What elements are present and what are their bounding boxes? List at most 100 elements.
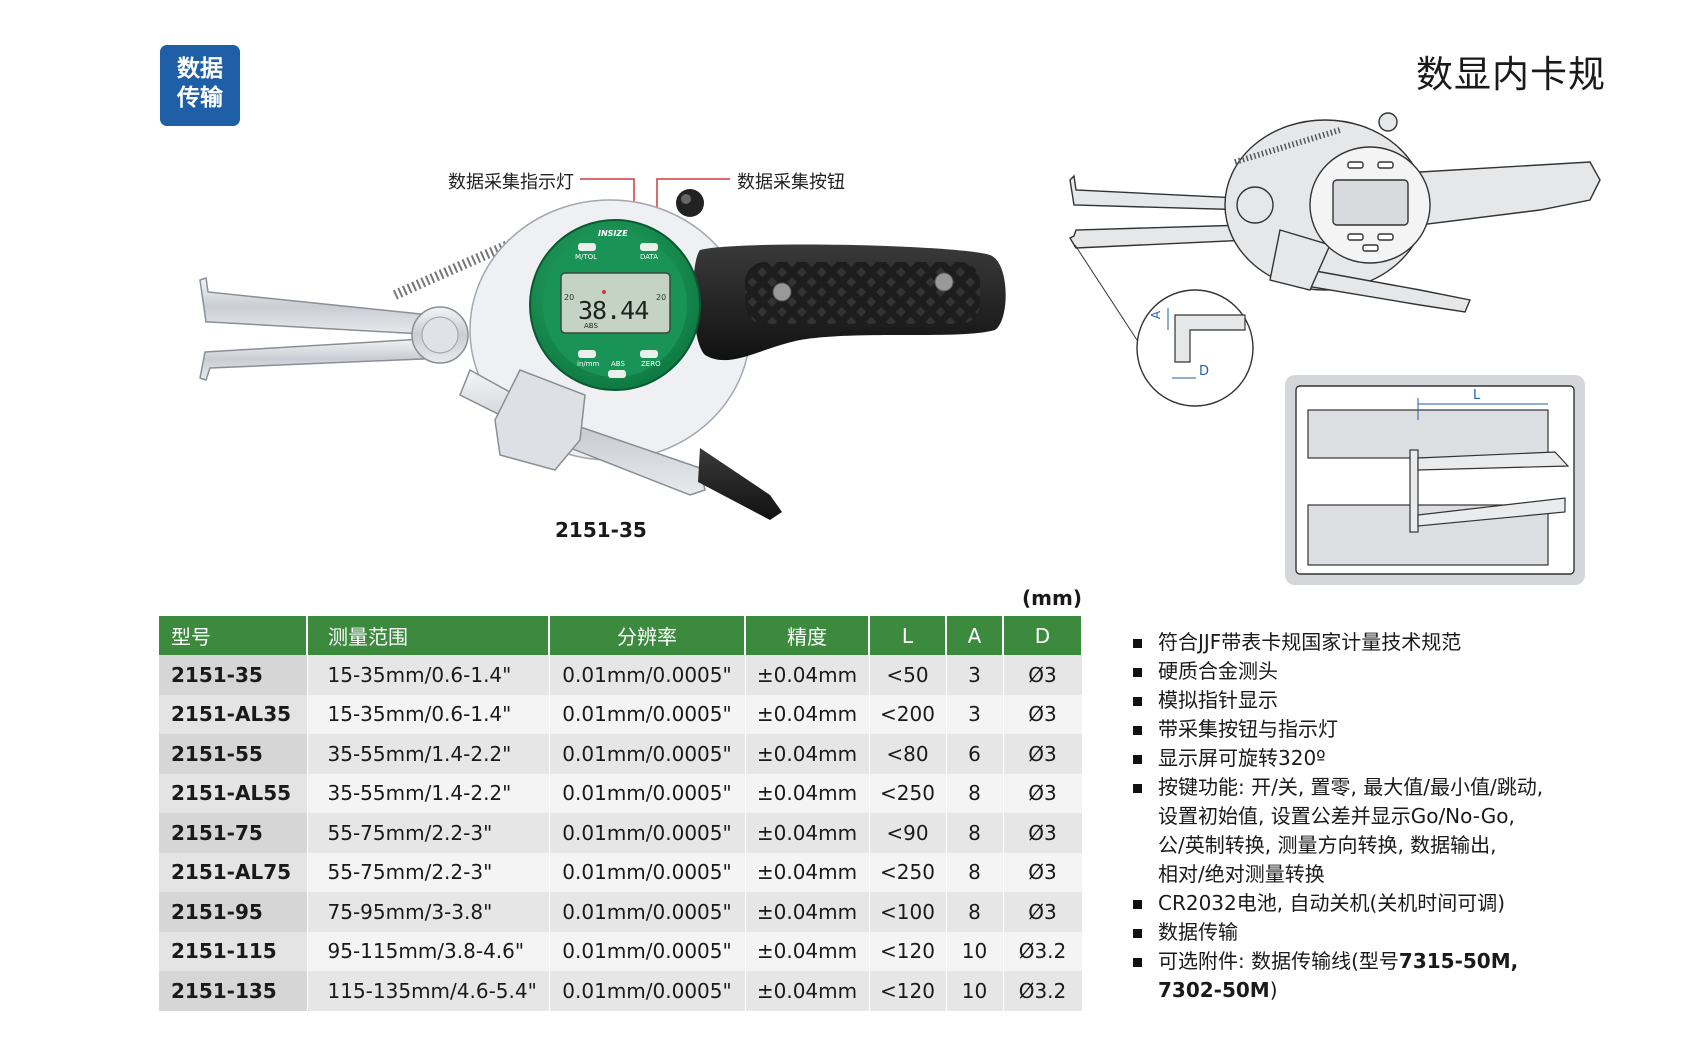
header-resolution: 分辨率 — [549, 616, 746, 655]
feature-item: 数据传输 — [1133, 918, 1603, 947]
cell-model: 2151-95 — [159, 892, 308, 932]
table-row: 2151-35 15-35mm/0.6-1.4" 0.01mm/0.0005" … — [159, 655, 1083, 695]
cell-accuracy: ±0.04mm — [745, 971, 870, 1011]
cell-d: Ø3 — [1003, 734, 1083, 774]
brand-logo: INSIZE — [598, 229, 628, 238]
cell-l: <250 — [869, 773, 947, 813]
abs-button-label: ABS — [611, 360, 625, 368]
cell-range: 55-75mm/2.2-3" — [307, 813, 550, 853]
cell-l: <100 — [869, 892, 947, 932]
cell-accuracy: ±0.04mm — [745, 734, 870, 774]
cell-range: 75-95mm/3-3.8" — [307, 892, 550, 932]
cell-a: 10 — [946, 931, 1004, 971]
cell-l: <200 — [869, 694, 947, 734]
table-row: 2151-95 75-95mm/3-3.8" 0.01mm/0.0005" ±0… — [159, 892, 1083, 932]
cell-a: 8 — [946, 852, 1004, 892]
cell-range: 115-135mm/4.6-5.4" — [307, 971, 550, 1011]
cell-accuracy: ±0.04mm — [745, 931, 870, 971]
feature-item: 显示屏可旋转320º — [1133, 744, 1603, 773]
feature-item: 按键功能: 开/关, 置零, 最大值/最小值/跳动, — [1133, 773, 1603, 802]
cell-d: Ø3 — [1003, 852, 1083, 892]
spec-table: 型号 测量范围 分辨率 精度 L A D 2151-35 15-35mm/0.6… — [159, 616, 1083, 1011]
feature-text: ) — [1269, 978, 1278, 1002]
feature-text: 可选附件: 数据传输线(型号 — [1158, 949, 1399, 973]
cell-a: 8 — [946, 813, 1004, 853]
cell-l: <50 — [869, 655, 947, 695]
cell-d: Ø3 — [1003, 892, 1083, 932]
cell-resolution: 0.01mm/0.0005" — [549, 773, 746, 813]
cell-model: 2151-35 — [159, 655, 308, 695]
callout-indicator-light: 数据采集指示灯 — [448, 172, 574, 193]
cell-range: 95-115mm/3.8-4.6" — [307, 931, 550, 971]
cell-l: <80 — [869, 734, 947, 774]
feature-item: 符合JJF带表卡规国家计量技术规范 — [1133, 628, 1603, 657]
cell-a: 8 — [946, 773, 1004, 813]
callout-data-button: 数据采集按钮 — [737, 172, 845, 193]
cell-range: 55-75mm/2.2-3" — [307, 852, 550, 892]
table-row: 2151-75 55-75mm/2.2-3" 0.01mm/0.0005" ±0… — [159, 813, 1083, 853]
cell-l: <250 — [869, 852, 947, 892]
table-row: 2151-115 95-115mm/3.8-4.6" 0.01mm/0.0005… — [159, 931, 1083, 971]
cell-d: Ø3 — [1003, 773, 1083, 813]
cell-resolution: 0.01mm/0.0005" — [549, 694, 746, 734]
cell-d: Ø3 — [1003, 694, 1083, 734]
cell-d: Ø3 — [1003, 655, 1083, 695]
inmm-button-label: in/mm — [577, 360, 600, 368]
cell-resolution: 0.01mm/0.0005" — [549, 931, 746, 971]
cell-model: 2151-AL35 — [159, 694, 308, 734]
cell-a: 3 — [946, 694, 1004, 734]
feature-item-continued: 7302-50M) — [1133, 976, 1603, 1005]
mtol-button-label: M/TOL — [575, 253, 598, 261]
feature-item-continued: 公/英制转换, 测量方向转换, 数据输出, — [1158, 833, 1497, 857]
cell-model: 2151-AL75 — [159, 852, 308, 892]
cell-resolution: 0.01mm/0.0005" — [549, 655, 746, 695]
diagram-label-d: D — [1199, 364, 1210, 379]
header-a: A — [946, 616, 1004, 655]
cell-range: 35-55mm/1.4-2.2" — [307, 734, 550, 774]
page-title: 数显内卡规 — [1416, 53, 1606, 96]
cell-model: 2151-AL55 — [159, 773, 308, 813]
cell-l: <90 — [869, 813, 947, 853]
product-model-caption: 2151-35 — [555, 518, 647, 542]
feature-item: 模拟指针显示 — [1133, 686, 1603, 715]
cell-range: 15-35mm/0.6-1.4" — [307, 655, 550, 695]
cell-a: 8 — [946, 892, 1004, 932]
header-accuracy: 精度 — [745, 616, 870, 655]
cell-accuracy: ±0.04mm — [745, 694, 870, 734]
cell-accuracy: ±0.04mm — [745, 773, 870, 813]
cell-d: Ø3.2 — [1003, 971, 1083, 1011]
cell-l: <120 — [869, 971, 947, 1011]
cell-resolution: 0.01mm/0.0005" — [549, 892, 746, 932]
header-range: 测量范围 — [307, 616, 550, 655]
cell-model: 2151-135 — [159, 971, 308, 1011]
unit-label: (mm) — [1022, 586, 1082, 610]
feature-item: 带采集按钮与指示灯 — [1133, 715, 1603, 744]
lcd-reading: 38.44 — [578, 296, 649, 325]
header-d: D — [1003, 616, 1083, 655]
cell-resolution: 0.01mm/0.0005" — [549, 734, 746, 774]
feature-item: 可选附件: 数据传输线(型号7315-50M, — [1133, 947, 1603, 976]
cell-d: Ø3.2 — [1003, 931, 1083, 971]
cell-accuracy: ±0.04mm — [745, 655, 870, 695]
lcd-abs-indicator: ABS — [584, 322, 598, 330]
cell-accuracy: ±0.04mm — [745, 892, 870, 932]
cell-accuracy: ±0.04mm — [745, 813, 870, 853]
header-model: 型号 — [159, 616, 308, 655]
table-row: 2151-135 115-135mm/4.6-5.4" 0.01mm/0.000… — [159, 971, 1083, 1011]
cell-model: 2151-115 — [159, 931, 308, 971]
table-row: 2151-55 35-55mm/1.4-2.2" 0.01mm/0.0005" … — [159, 734, 1083, 774]
cell-accuracy: ±0.04mm — [745, 852, 870, 892]
cell-range: 35-55mm/1.4-2.2" — [307, 773, 550, 813]
cell-d: Ø3 — [1003, 813, 1083, 853]
cell-range: 15-35mm/0.6-1.4" — [307, 694, 550, 734]
cell-a: 6 — [946, 734, 1004, 774]
feature-item-continued: 相对/绝对测量转换 — [1158, 862, 1325, 886]
lcd-scale-left: 20 — [564, 293, 575, 302]
cell-resolution: 0.01mm/0.0005" — [549, 852, 746, 892]
diagram-label-l: L — [1473, 388, 1481, 403]
cell-a: 3 — [946, 655, 1004, 695]
data-transfer-badge: 数据 传输 — [160, 45, 240, 126]
table-header-row: 型号 测量范围 分辨率 精度 L A D — [159, 616, 1083, 655]
